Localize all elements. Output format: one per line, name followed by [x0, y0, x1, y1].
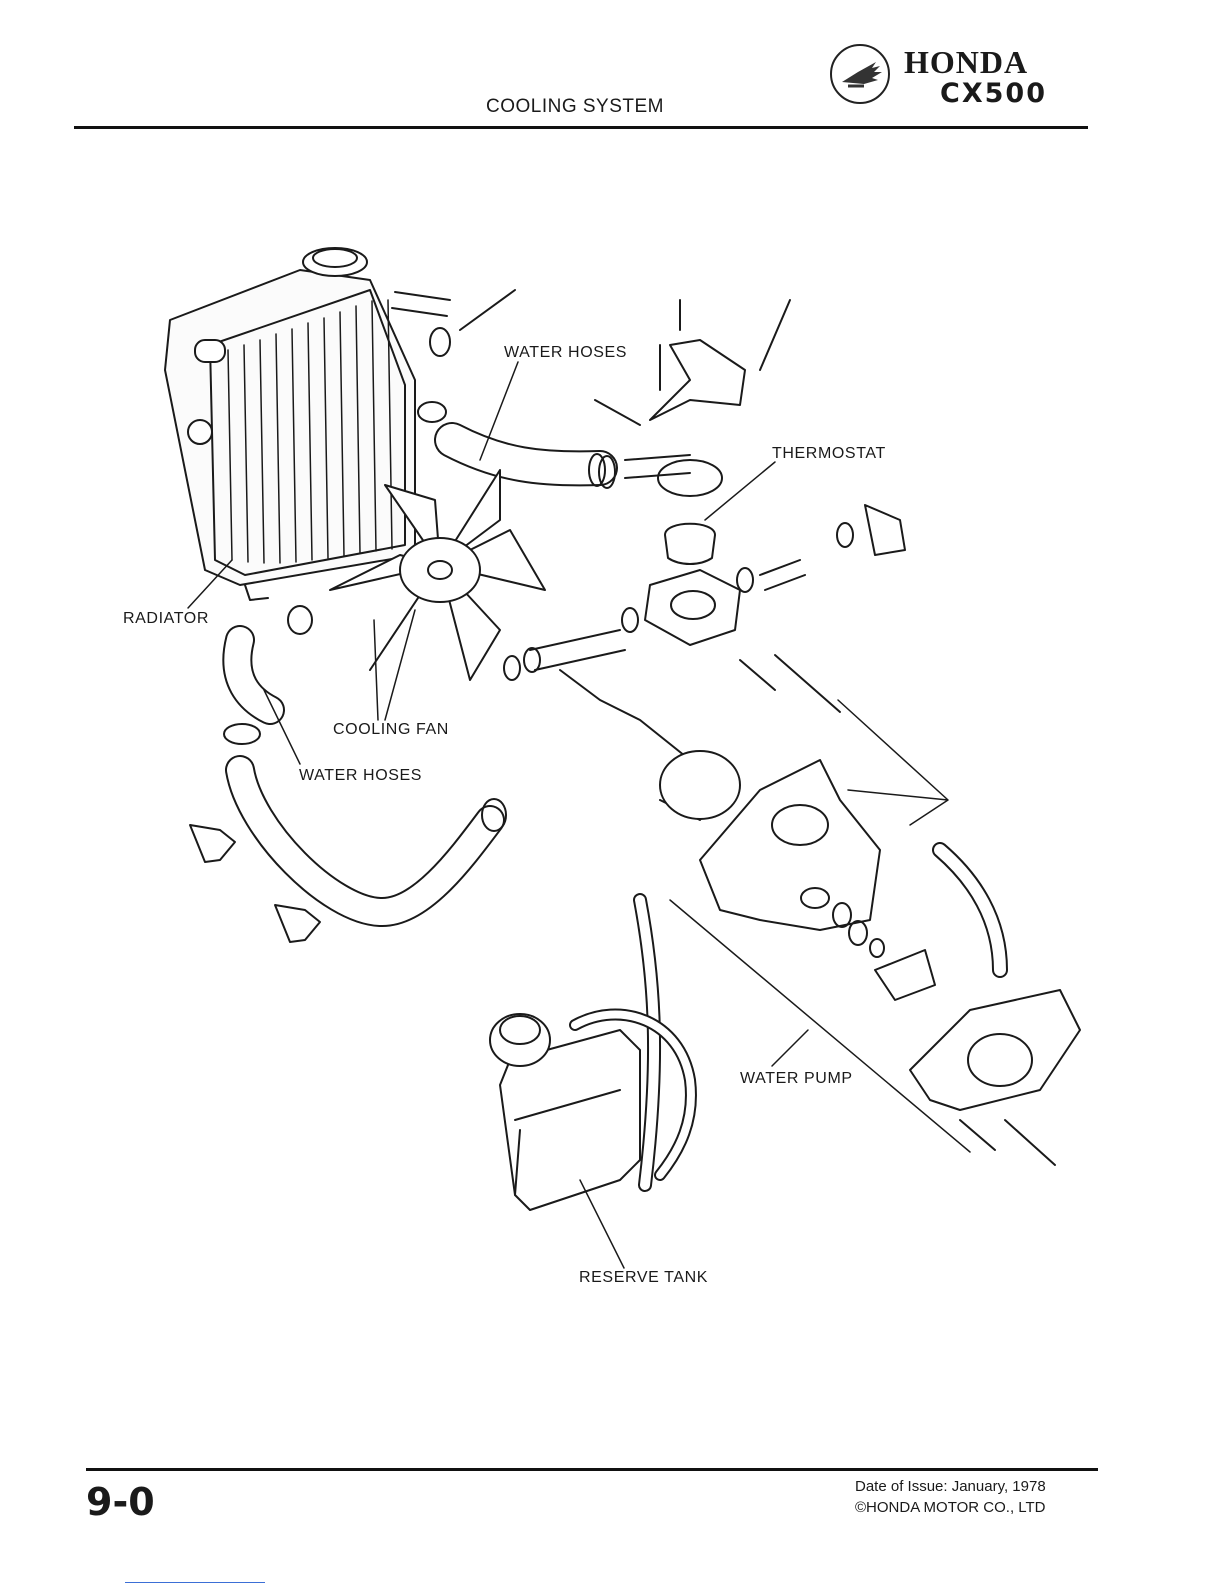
reserve-tank-illustration — [490, 900, 691, 1210]
page-number: 9-0 — [86, 1480, 155, 1524]
footer-rule — [86, 1468, 1098, 1471]
issue-info: Date of Issue: January, 1978 ©HONDA MOTO… — [855, 1476, 1046, 1518]
radiator-illustration — [165, 248, 415, 600]
label-radiator: RADIATOR — [123, 610, 209, 628]
label-thermostat: THERMOSTAT — [772, 445, 886, 463]
copyright: ©HONDA MOTOR CO., LTD — [855, 1497, 1046, 1518]
label-cooling-fan: COOLING FAN — [333, 721, 449, 739]
label-water-hoses-bottom: WATER HOSES — [299, 767, 422, 785]
label-water-hoses-top: WATER HOSES — [504, 344, 627, 362]
label-water-pump: WATER PUMP — [740, 1070, 853, 1088]
page-bottom-link-line — [125, 1582, 265, 1583]
leader-reserve-tank — [580, 1180, 624, 1268]
leader-water-pump — [772, 1030, 808, 1066]
date-of-issue: Date of Issue: January, 1978 — [855, 1476, 1046, 1497]
leader-cooling-fan-1 — [374, 620, 378, 720]
label-reserve-tank: RESERVE TANK — [579, 1269, 708, 1287]
upper-water-hose-illustration — [392, 290, 690, 488]
leader-thermostat — [705, 462, 775, 520]
